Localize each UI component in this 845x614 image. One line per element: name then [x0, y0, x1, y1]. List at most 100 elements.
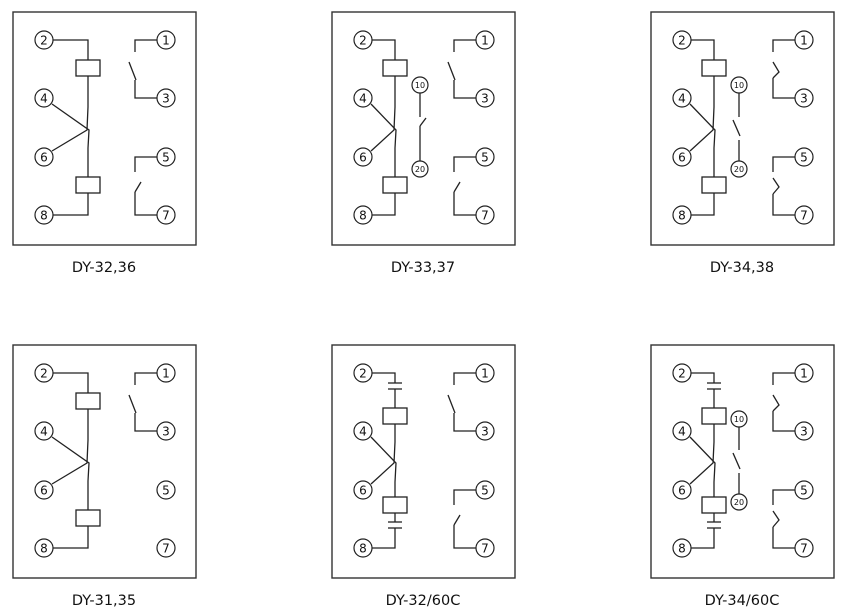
cross-wire-to-6: [370, 424, 396, 485]
terminal-t8: 8: [353, 538, 373, 558]
coil-lower: [701, 176, 727, 194]
terminal-t5: 5: [794, 480, 814, 500]
terminal-label: 2: [359, 34, 367, 48]
terminal-label: 7: [481, 209, 489, 223]
terminal-t3: 3: [794, 88, 814, 108]
contact-5-7-blade: [134, 181, 142, 193]
terminal-t1: 1: [475, 30, 495, 50]
terminal-t6: 6: [672, 480, 692, 500]
terminal-label: 6: [40, 151, 48, 165]
cross-wire-to-4: [689, 103, 716, 177]
coil-upper-lead: [691, 39, 715, 60]
terminal-label: 20: [734, 498, 744, 507]
terminal-label: 4: [678, 425, 686, 439]
contact-7-lead: [453, 192, 476, 216]
terminal-circle: [794, 538, 814, 558]
coil-lower: [75, 176, 101, 194]
coil-lower: [382, 496, 408, 514]
terminal-circle: [353, 538, 373, 558]
terminal-circle: [794, 480, 814, 500]
terminal-label: 6: [359, 151, 367, 165]
terminal-label: 4: [678, 92, 686, 106]
contact-1-lead: [134, 39, 157, 52]
terminal-label: 6: [678, 151, 686, 165]
terminal-label: 8: [40, 209, 48, 223]
terminal-label: 2: [359, 367, 367, 381]
cross-wire-to-6: [51, 409, 89, 485]
terminal-t7: 7: [156, 538, 176, 558]
terminal-label: 1: [481, 367, 489, 381]
terminal-circle: [794, 30, 814, 50]
terminal-t3: 3: [475, 88, 495, 108]
terminal-circle: [353, 480, 373, 500]
cross-wire-to-4: [689, 436, 716, 497]
terminal-circle: [156, 421, 176, 441]
coil-upper-lead: [372, 39, 396, 60]
terminal-t2: 2: [34, 30, 54, 50]
terminal-circle: [411, 160, 429, 178]
terminal-t10: 10: [411, 76, 429, 94]
terminal-t1: 1: [794, 30, 814, 50]
terminal-t3: 3: [794, 421, 814, 441]
terminal-label: 5: [162, 151, 170, 165]
terminal-label: 8: [678, 209, 686, 223]
terminal-t3: 3: [156, 421, 176, 441]
terminal-label: 4: [40, 92, 48, 106]
coil-lower-lead: [53, 193, 89, 216]
terminal-circle: [794, 421, 814, 441]
coil-upper-lead: [53, 39, 89, 60]
terminal-t7: 7: [156, 205, 176, 225]
terminal-t2: 2: [672, 30, 692, 50]
terminal-label: 7: [162, 542, 170, 556]
terminal-circle: [730, 410, 748, 428]
terminal-t8: 8: [672, 205, 692, 225]
contact-5-7-blade: [772, 510, 780, 528]
terminal-t2: 2: [353, 363, 373, 383]
terminal-t20: 20: [730, 160, 748, 178]
diagram-caption: DY-33,37: [391, 260, 455, 276]
coil-upper: [382, 407, 408, 425]
terminal-t2: 2: [672, 363, 692, 383]
terminal-t2: 2: [34, 363, 54, 383]
terminal-circle: [156, 480, 176, 500]
terminal-label: 1: [800, 34, 808, 48]
terminal-label: 7: [162, 209, 170, 223]
coil-lower-lead: [372, 528, 396, 549]
terminal-t1: 1: [794, 363, 814, 383]
terminal-t4: 4: [672, 88, 692, 108]
terminal-label: 4: [359, 425, 367, 439]
terminal-label: 10: [734, 415, 744, 424]
contact-1-lead: [453, 372, 476, 385]
terminal-t20: 20: [730, 493, 748, 511]
contact-5-lead: [134, 156, 157, 172]
terminal-circle: [475, 480, 495, 500]
terminal-circle: [475, 88, 495, 108]
terminal-t6: 6: [353, 480, 373, 500]
terminal-circle: [475, 30, 495, 50]
contact-1-3-blade: [447, 394, 456, 414]
terminal-t6: 6: [672, 147, 692, 167]
terminal-circle: [34, 480, 54, 500]
terminal-label: 5: [800, 151, 808, 165]
terminal-circle: [156, 205, 176, 225]
terminal-label: 5: [481, 151, 489, 165]
terminal-circle: [156, 363, 176, 383]
terminal-label: 6: [40, 484, 48, 498]
terminal-circle: [672, 363, 692, 383]
terminal-circle: [794, 88, 814, 108]
terminal-label: 3: [481, 425, 489, 439]
terminal-circle: [353, 363, 373, 383]
terminal-t4: 4: [34, 88, 54, 108]
diagram-caption: DY-34/60C: [705, 593, 780, 609]
terminal-t8: 8: [353, 205, 373, 225]
coil-upper-lead: [691, 372, 715, 383]
terminal-label: 7: [800, 209, 808, 223]
terminal-circle: [730, 493, 748, 511]
contact-5-lead: [453, 489, 476, 505]
contact-7-lead: [772, 194, 795, 216]
contact-1-lead: [772, 39, 795, 52]
terminal-label: 10: [734, 81, 744, 90]
terminal-label: 8: [40, 542, 48, 556]
